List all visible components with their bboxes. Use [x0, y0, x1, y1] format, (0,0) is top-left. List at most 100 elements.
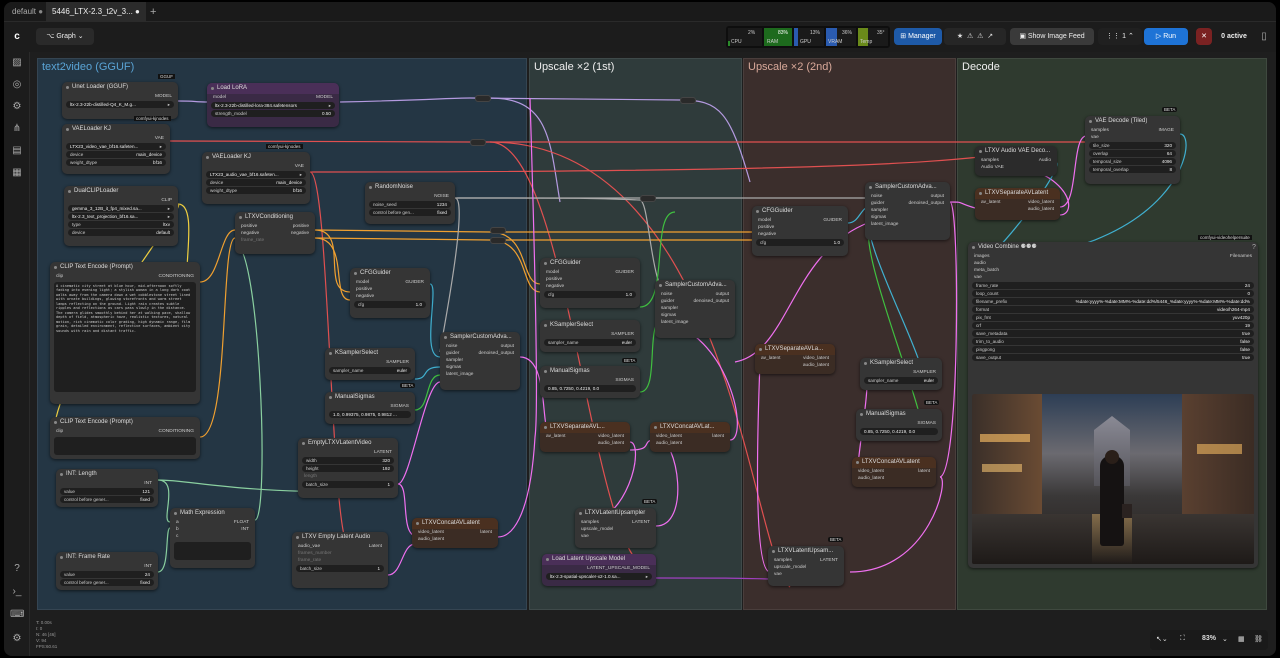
link-model	[339, 97, 751, 183]
prompt-textarea[interactable]: A cinematic city street at blue hour, mi…	[54, 282, 196, 392]
workflows-icon[interactable]: ⋔	[12, 123, 22, 134]
fit-view-icon[interactable]: ⛶	[1180, 635, 1185, 642]
graph-canvas[interactable]: text2video (GGUF) Upscale ×2 (1st) Upsca…	[30, 52, 1276, 656]
node-manual-sigmas-2[interactable]: ManualSigmas SIGMAS 0.85, 0.7250, 0.4219…	[540, 366, 640, 398]
zoom-level[interactable]: 83%	[1202, 635, 1217, 642]
group-upscale-2nd[interactable]: Upscale ×2 (2nd)	[743, 58, 956, 610]
zoom-dropdown-icon[interactable]: ⌄	[1222, 636, 1228, 643]
minimap-icon[interactable]: ▦	[1238, 636, 1245, 643]
node-manual-sigmas-1[interactable]: ManualSigmas SIGMAS 1.0, 0.99375, 0.9875…	[325, 392, 415, 424]
graph-dropdown[interactable]: ⌥ Graph ⌄	[36, 28, 94, 45]
link-cond	[199, 237, 236, 438]
negative-prompt-textarea[interactable]	[54, 437, 196, 455]
link-latent	[397, 483, 416, 537]
templates-icon[interactable]: ▤	[12, 145, 22, 156]
node-load-latent-upscale-model[interactable]: Load Latent Upscale Model LATENT_UPSCALE…	[542, 554, 656, 586]
models-icon[interactable]: ◎	[12, 79, 22, 90]
images-icon[interactable]: ▨	[12, 57, 22, 68]
comfy-logo-icon[interactable]: c	[14, 31, 20, 42]
link-sigmas	[867, 221, 923, 433]
show-image-feed-button[interactable]: ▣ Show Image Feed	[1010, 28, 1094, 45]
node-vae-loader-audio[interactable]: VAELoader KJ VAE LTX23_audio_vae_bf16.sa…	[202, 152, 310, 204]
node-dual-clip-loader[interactable]: DualCLIPLoader CLIP gemma_3_12B_it_fp4_m…	[64, 186, 178, 246]
queue-count-stepper[interactable]: ⋮⋮ 1 ⌃	[1098, 28, 1142, 45]
settings-icon[interactable]: ⚙	[12, 633, 22, 644]
link-visibility-icon[interactable]: ⛓	[1254, 636, 1263, 643]
reroute-node[interactable]	[680, 97, 696, 104]
queue-icon[interactable]: ▦	[12, 167, 22, 178]
expression-textarea[interactable]	[174, 542, 251, 560]
link-cond	[314, 237, 351, 301]
node-unet-loader[interactable]: Unet Loader (GGUF) MODEL ltx-2.3-22b-dis…	[62, 82, 178, 119]
widget-filename-prefix[interactable]: filename_prefix%date:yyyy%-%date:MM%-%da…	[972, 298, 1254, 305]
node-manual-sigmas-3[interactable]: ManualSigmas SIGMAS 0.85, 0.7250, 0.4219…	[856, 409, 942, 441]
link-latent	[397, 381, 441, 485]
reroute-node[interactable]	[490, 237, 506, 244]
tab-workflow[interactable]: 5446_LTX-2.3_t2v_3... ●	[46, 2, 146, 22]
panel-toggle-icon[interactable]: ▯	[1261, 31, 1267, 42]
nodes-icon[interactable]: ⚙	[12, 101, 22, 112]
select-tool-icon[interactable]: ↖⌄	[1156, 636, 1168, 643]
beta-badge: BETA	[828, 537, 844, 542]
toolbar-tools[interactable]: ★ ⚠ ⚠ ↗	[944, 28, 1006, 45]
video-preview[interactable]	[972, 394, 1254, 564]
reroute-node[interactable]	[475, 95, 491, 102]
sidebar: ▨ ◎ ⚙ ⋔ ▤ ▦ ? ›_ ⌨ ⚙	[4, 52, 30, 656]
reroute-node[interactable]	[470, 139, 486, 146]
tab-default[interactable]: default ●	[12, 7, 44, 16]
reroute-node[interactable]	[640, 195, 656, 202]
beta-badge: BETA	[622, 358, 638, 363]
run-button[interactable]: ▷ Run	[1144, 28, 1188, 45]
node-vae-loader[interactable]: VAELoader KJ VAE LTX23_video_vae_bf16.sa…	[62, 124, 170, 174]
new-tab-button[interactable]: +	[150, 6, 157, 18]
active-queue-count[interactable]: 0 active	[1221, 33, 1247, 40]
help-icon[interactable]: ?	[1252, 244, 1256, 251]
reroute-node[interactable]	[490, 227, 506, 234]
manager-button[interactable]: ⊞ Manager	[894, 28, 942, 45]
help-icon[interactable]: ?	[14, 563, 20, 574]
pack-badge: comfyui-videohelpersuite	[1198, 235, 1252, 240]
terminal-icon[interactable]: ›_	[12, 586, 22, 597]
cancel-icon[interactable]: ✕	[1196, 28, 1212, 45]
keyboard-icon[interactable]: ⌨	[10, 609, 25, 620]
